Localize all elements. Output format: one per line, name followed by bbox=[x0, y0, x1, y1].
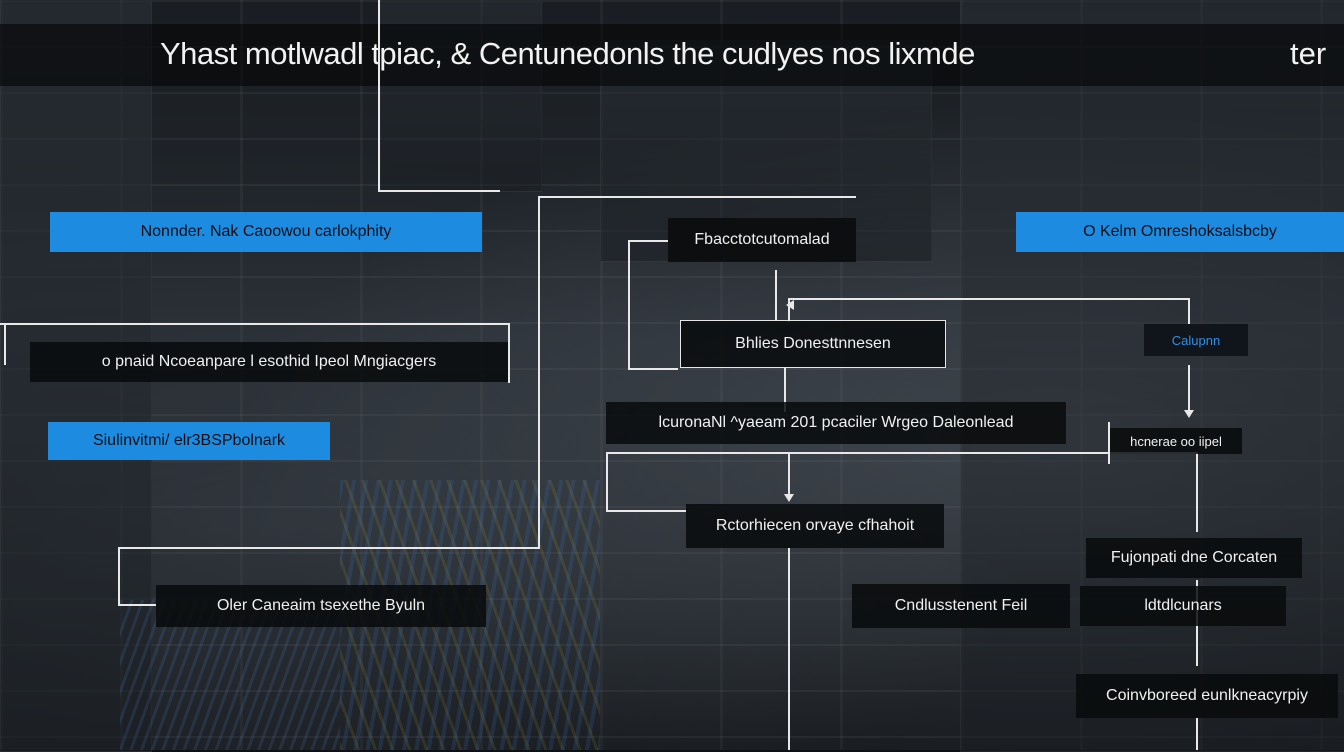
node-box-10: Oler Caneaim tsexethe Byuln bbox=[156, 585, 486, 627]
connector-line bbox=[1196, 452, 1198, 532]
connector-line bbox=[538, 196, 856, 198]
node-label: o pnaid Ncoeanpare l esothid Ipeol Mngia… bbox=[101, 353, 437, 370]
node-label: Coinvboreed eunlkneacyrpiy bbox=[1106, 687, 1308, 704]
node-box-4: Bhlies Donesttnnesen bbox=[680, 320, 946, 368]
node-box-6: o pnaid Ncoeanpare l esothid Ipeol Mngia… bbox=[30, 342, 508, 382]
node-label: Calupnn bbox=[1171, 332, 1221, 348]
connector-line bbox=[788, 452, 790, 498]
connector-line bbox=[508, 323, 510, 383]
connector-line bbox=[0, 323, 510, 325]
node-box-3: O Kelm Omreshoksalsbcby bbox=[1016, 212, 1344, 252]
connector-line bbox=[606, 510, 686, 512]
node-label: Siulinvitmi/ elr3BSPbolnark bbox=[92, 432, 286, 449]
node-box-12: Fujonpati dne Corcaten bbox=[1086, 538, 1302, 578]
node-box-14: Coinvboreed eunlkneacyrpiy bbox=[1076, 674, 1338, 718]
node-label: Fbacctotcutomalad bbox=[694, 231, 830, 248]
node-box-5: Calupnn bbox=[1144, 324, 1248, 356]
connector-line bbox=[118, 547, 120, 605]
node-label: Bhlies Donesttnnesen bbox=[735, 335, 891, 352]
node-label: hcnerae oo iipel bbox=[1130, 433, 1222, 449]
connector-line bbox=[628, 368, 678, 370]
connector-line bbox=[606, 452, 608, 512]
connector-line bbox=[788, 298, 1190, 300]
connector-line bbox=[628, 240, 668, 242]
node-label: Rctorhiecen orvaye cfhahoit bbox=[715, 517, 915, 534]
connector-line bbox=[118, 547, 540, 549]
connector-line bbox=[628, 240, 630, 370]
connector-line bbox=[784, 368, 786, 412]
node-box-13: ldtdlcunars bbox=[1080, 586, 1286, 626]
server-rack bbox=[960, 0, 1344, 752]
connector-line bbox=[788, 548, 790, 750]
node-box-8: lcuronaNl ^yaeam 201 pcaciler Wrgeo Dale… bbox=[606, 402, 1066, 444]
arrow-head bbox=[786, 300, 794, 310]
node-label: Nonnder. Nak Caoowou carlokphity bbox=[140, 223, 392, 240]
node-label: lcuronaNl ^yaeam 201 pcaciler Wrgeo Dale… bbox=[658, 414, 1014, 431]
title-banner bbox=[0, 24, 1344, 86]
connector-line bbox=[4, 323, 6, 365]
arrow-head bbox=[784, 494, 794, 502]
connector-line bbox=[775, 270, 777, 320]
connector-line bbox=[1188, 365, 1190, 413]
connector-line bbox=[538, 196, 540, 548]
node-box-15: hcnerae oo iipel bbox=[1110, 428, 1242, 454]
connector-line bbox=[1196, 718, 1198, 750]
arrow-head bbox=[1184, 410, 1194, 418]
node-label: Oler Caneaim tsexethe Byuln bbox=[216, 597, 426, 614]
connector-line bbox=[118, 604, 156, 606]
node-label: ldtdlcunars bbox=[1144, 597, 1222, 614]
node-box-1: Nonnder. Nak Caoowou carlokphity bbox=[50, 212, 482, 252]
diagram-title-tail: ter bbox=[1290, 36, 1327, 71]
node-label: O Kelm Omreshoksalsbcby bbox=[1083, 223, 1277, 240]
node-box-9: Rctorhiecen orvaye cfhahoit bbox=[686, 504, 944, 548]
node-label: Cndlusstenent Feil bbox=[894, 597, 1028, 614]
connector-line bbox=[1188, 298, 1190, 324]
connector-line bbox=[1108, 422, 1110, 464]
diagram-title: Yhast motlwadl tpiac, & Centunedonls the… bbox=[160, 36, 975, 71]
connector-line bbox=[378, 0, 380, 192]
node-box-11: Cndlusstenent Feil bbox=[852, 584, 1070, 628]
connector-line bbox=[606, 452, 1198, 454]
node-label: Fujonpati dne Corcaten bbox=[1110, 549, 1278, 566]
connector-line bbox=[378, 190, 500, 192]
connector-line bbox=[788, 300, 790, 322]
node-box-7: Siulinvitmi/ elr3BSPbolnark bbox=[48, 422, 330, 460]
node-box-2: Fbacctotcutomalad bbox=[668, 218, 856, 262]
